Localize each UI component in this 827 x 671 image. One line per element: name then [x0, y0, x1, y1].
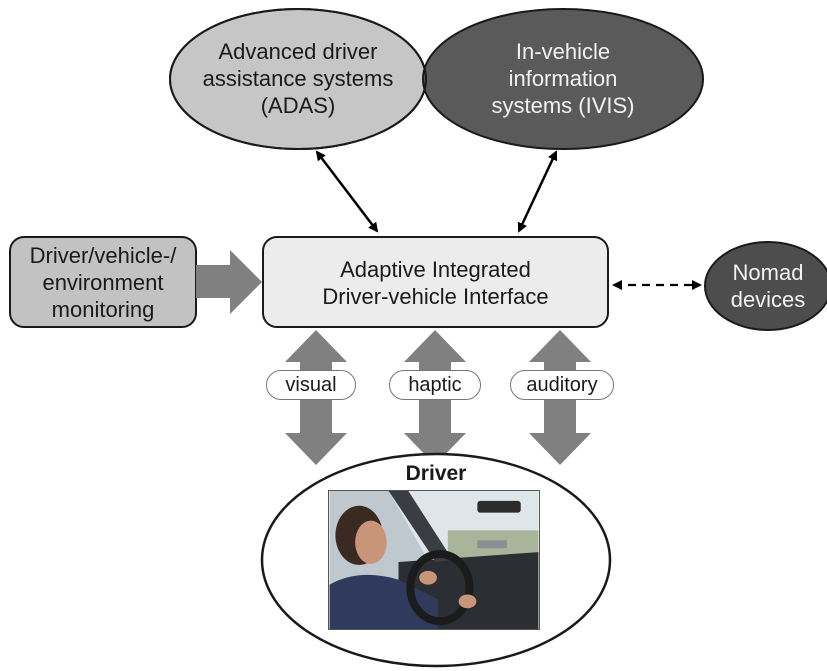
driver-title: Driver: [405, 462, 467, 485]
ivis-label-line-2: information: [508, 66, 618, 91]
interface-label: Adaptive Integrated Driver-vehicle Inter…: [263, 256, 608, 310]
interface-label-line-2: Driver-vehicle Interface: [322, 284, 549, 309]
monitoring-label: Driver/vehicle-/ environment monitoring: [10, 242, 196, 323]
ivis-node-shape: [422, 8, 704, 150]
monitoring-label-line-1: Driver/vehicle-/: [29, 243, 177, 268]
ivis-label-line-1: In-vehicle: [515, 39, 611, 64]
adas-label-line-2: assistance systems: [202, 66, 394, 91]
adas-label-line-1: Advanced driver: [218, 39, 378, 64]
driver-photo: [328, 490, 540, 630]
adas-interface-arrow: [315, 150, 379, 233]
nomad-label: Nomad devices: [705, 259, 827, 313]
monitoring-label-line-2: environment: [42, 270, 164, 295]
monitoring-interface-arrow: [196, 250, 262, 314]
auditory-channel-label: auditory: [510, 370, 614, 400]
ivis-label: In-vehicle information systems (IVIS): [453, 38, 673, 119]
adas-label-line-3: (ADAS): [260, 93, 336, 118]
nomad-label-line-1: Nomad: [732, 260, 804, 285]
interface-label-line-1: Adaptive Integrated: [340, 257, 531, 282]
ivis-interface-arrow: [517, 150, 558, 233]
haptic-channel-label: haptic: [389, 370, 481, 400]
nomad-node-shape: [704, 241, 827, 331]
interface-node-shape: [262, 236, 609, 328]
visual-channel-label: visual: [266, 370, 356, 400]
adas-label: Advanced driver assistance systems (ADAS…: [178, 38, 418, 119]
monitoring-label-line-3: monitoring: [51, 297, 155, 322]
nomad-label-line-2: devices: [730, 287, 806, 312]
ivis-label-line-3: systems (IVIS): [491, 93, 635, 118]
